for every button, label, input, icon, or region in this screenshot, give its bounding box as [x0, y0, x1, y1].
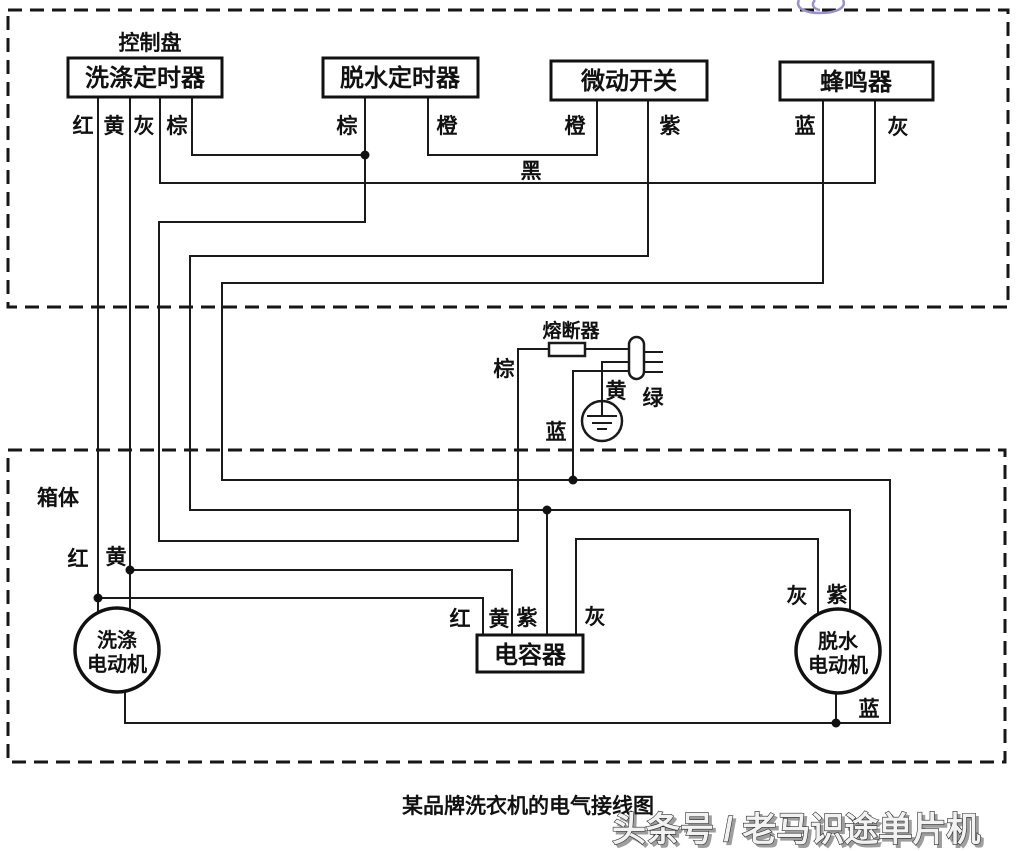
junction-dot — [542, 505, 552, 515]
capacitor-box — [475, 633, 585, 674]
label-buzzer-gray: 灰 — [888, 115, 909, 139]
plug-prongs — [644, 351, 663, 373]
control-panel-label: 控制盘 — [119, 31, 182, 55]
label-spin-timer-brown: 棕 — [337, 114, 358, 138]
label-spin-timer-orange: 橙 — [437, 114, 459, 138]
label-buzzer-blue: 蓝 — [795, 115, 816, 138]
label-micro-switch-purple: 紫 — [660, 115, 681, 138]
junction-dot — [831, 718, 841, 728]
label-wash-timer-brown: 棕 — [167, 114, 188, 138]
label-power-brown: 棕 — [494, 357, 515, 381]
wire-red — [97, 97, 484, 635]
buzzer-name: 蜂鸣器 — [820, 68, 893, 96]
label-capacitor-purple: 紫 — [517, 607, 538, 630]
fuse-symbol — [547, 341, 587, 358]
wire-purple — [189, 100, 851, 635]
label-capacitor-red: 红 — [450, 607, 471, 631]
junction-dots — [93, 150, 841, 728]
pen-scribble-mark — [796, 0, 846, 15]
spin-motor-circle — [794, 607, 882, 695]
label-spin-motor-purple: 紫 — [827, 584, 848, 607]
wire-blue-neutral — [124, 100, 891, 724]
micro-switch-box — [549, 59, 709, 102]
label-spin-motor-blue: 蓝 — [859, 698, 880, 721]
junction-dot — [125, 565, 135, 575]
label-black-bus: 黑 — [521, 160, 542, 183]
label-spin-motor-gray: 灰 — [787, 584, 808, 608]
spin-timer-box — [321, 56, 480, 99]
label-wash-timer-gray: 灰 — [134, 114, 155, 138]
junction-dot — [93, 593, 103, 603]
wire-blue-plug — [572, 370, 629, 480]
wire-yellow — [129, 97, 513, 635]
label-cabinet-yellow: 黄 — [106, 546, 127, 569]
wash-timer-box — [66, 56, 224, 99]
buzzer-box — [778, 60, 935, 102]
wire-gray-capacitor-spin — [575, 538, 819, 635]
diagram-caption: 某品牌洗衣机的电气接线图 — [402, 794, 654, 818]
label-power-green: 绿 — [643, 386, 665, 410]
junction-dot — [360, 150, 370, 160]
wash-timer-name: 洗涤定时器 — [85, 64, 206, 92]
label-capacitor-yellow: 黄 — [489, 608, 510, 631]
wire-orange — [427, 97, 598, 156]
label-wash-timer-yellow: 黄 — [104, 115, 125, 138]
watermark-text: 头条号 / 老马识途单片机 — [612, 810, 980, 849]
label-cabinet-red: 红 — [68, 547, 89, 571]
wash-motor-circle — [73, 606, 161, 694]
wire-gray-black-bus — [159, 97, 876, 184]
wash-motor-name-line1: 洗涤 — [97, 628, 137, 652]
cabinet-dashed-box — [6, 448, 1007, 764]
cabinet-label: 箱体 — [37, 486, 80, 510]
wires — [97, 97, 891, 724]
spin-timer-name: 脱水定时器 — [340, 64, 461, 92]
label-capacitor-gray: 灰 — [585, 605, 606, 629]
capacitor-name: 电容器 — [494, 641, 567, 669]
ground-bars — [587, 402, 617, 430]
control-panel-dashed-box — [6, 8, 1010, 309]
label-power-blue: 蓝 — [546, 421, 567, 444]
wash-motor-name-line2: 电动机 — [87, 652, 147, 676]
label-micro-switch-orange: 橙 — [565, 114, 587, 138]
power-plug-symbol — [627, 335, 646, 381]
fuse-name: 熔断器 — [542, 319, 600, 342]
ground-circle — [580, 399, 624, 443]
micro-switch-name: 微动开关 — [580, 67, 677, 95]
label-wash-timer-red: 红 — [73, 114, 94, 138]
spin-motor-name-line2: 电动机 — [808, 653, 868, 677]
ground-symbol — [580, 399, 624, 443]
label-power-yellow: 黄 — [606, 380, 627, 403]
wire-brown — [158, 97, 629, 542]
junction-dot — [568, 475, 578, 485]
spin-motor-name-line1: 脱水 — [818, 629, 859, 653]
wire-ground-yellow-green — [601, 361, 629, 402]
